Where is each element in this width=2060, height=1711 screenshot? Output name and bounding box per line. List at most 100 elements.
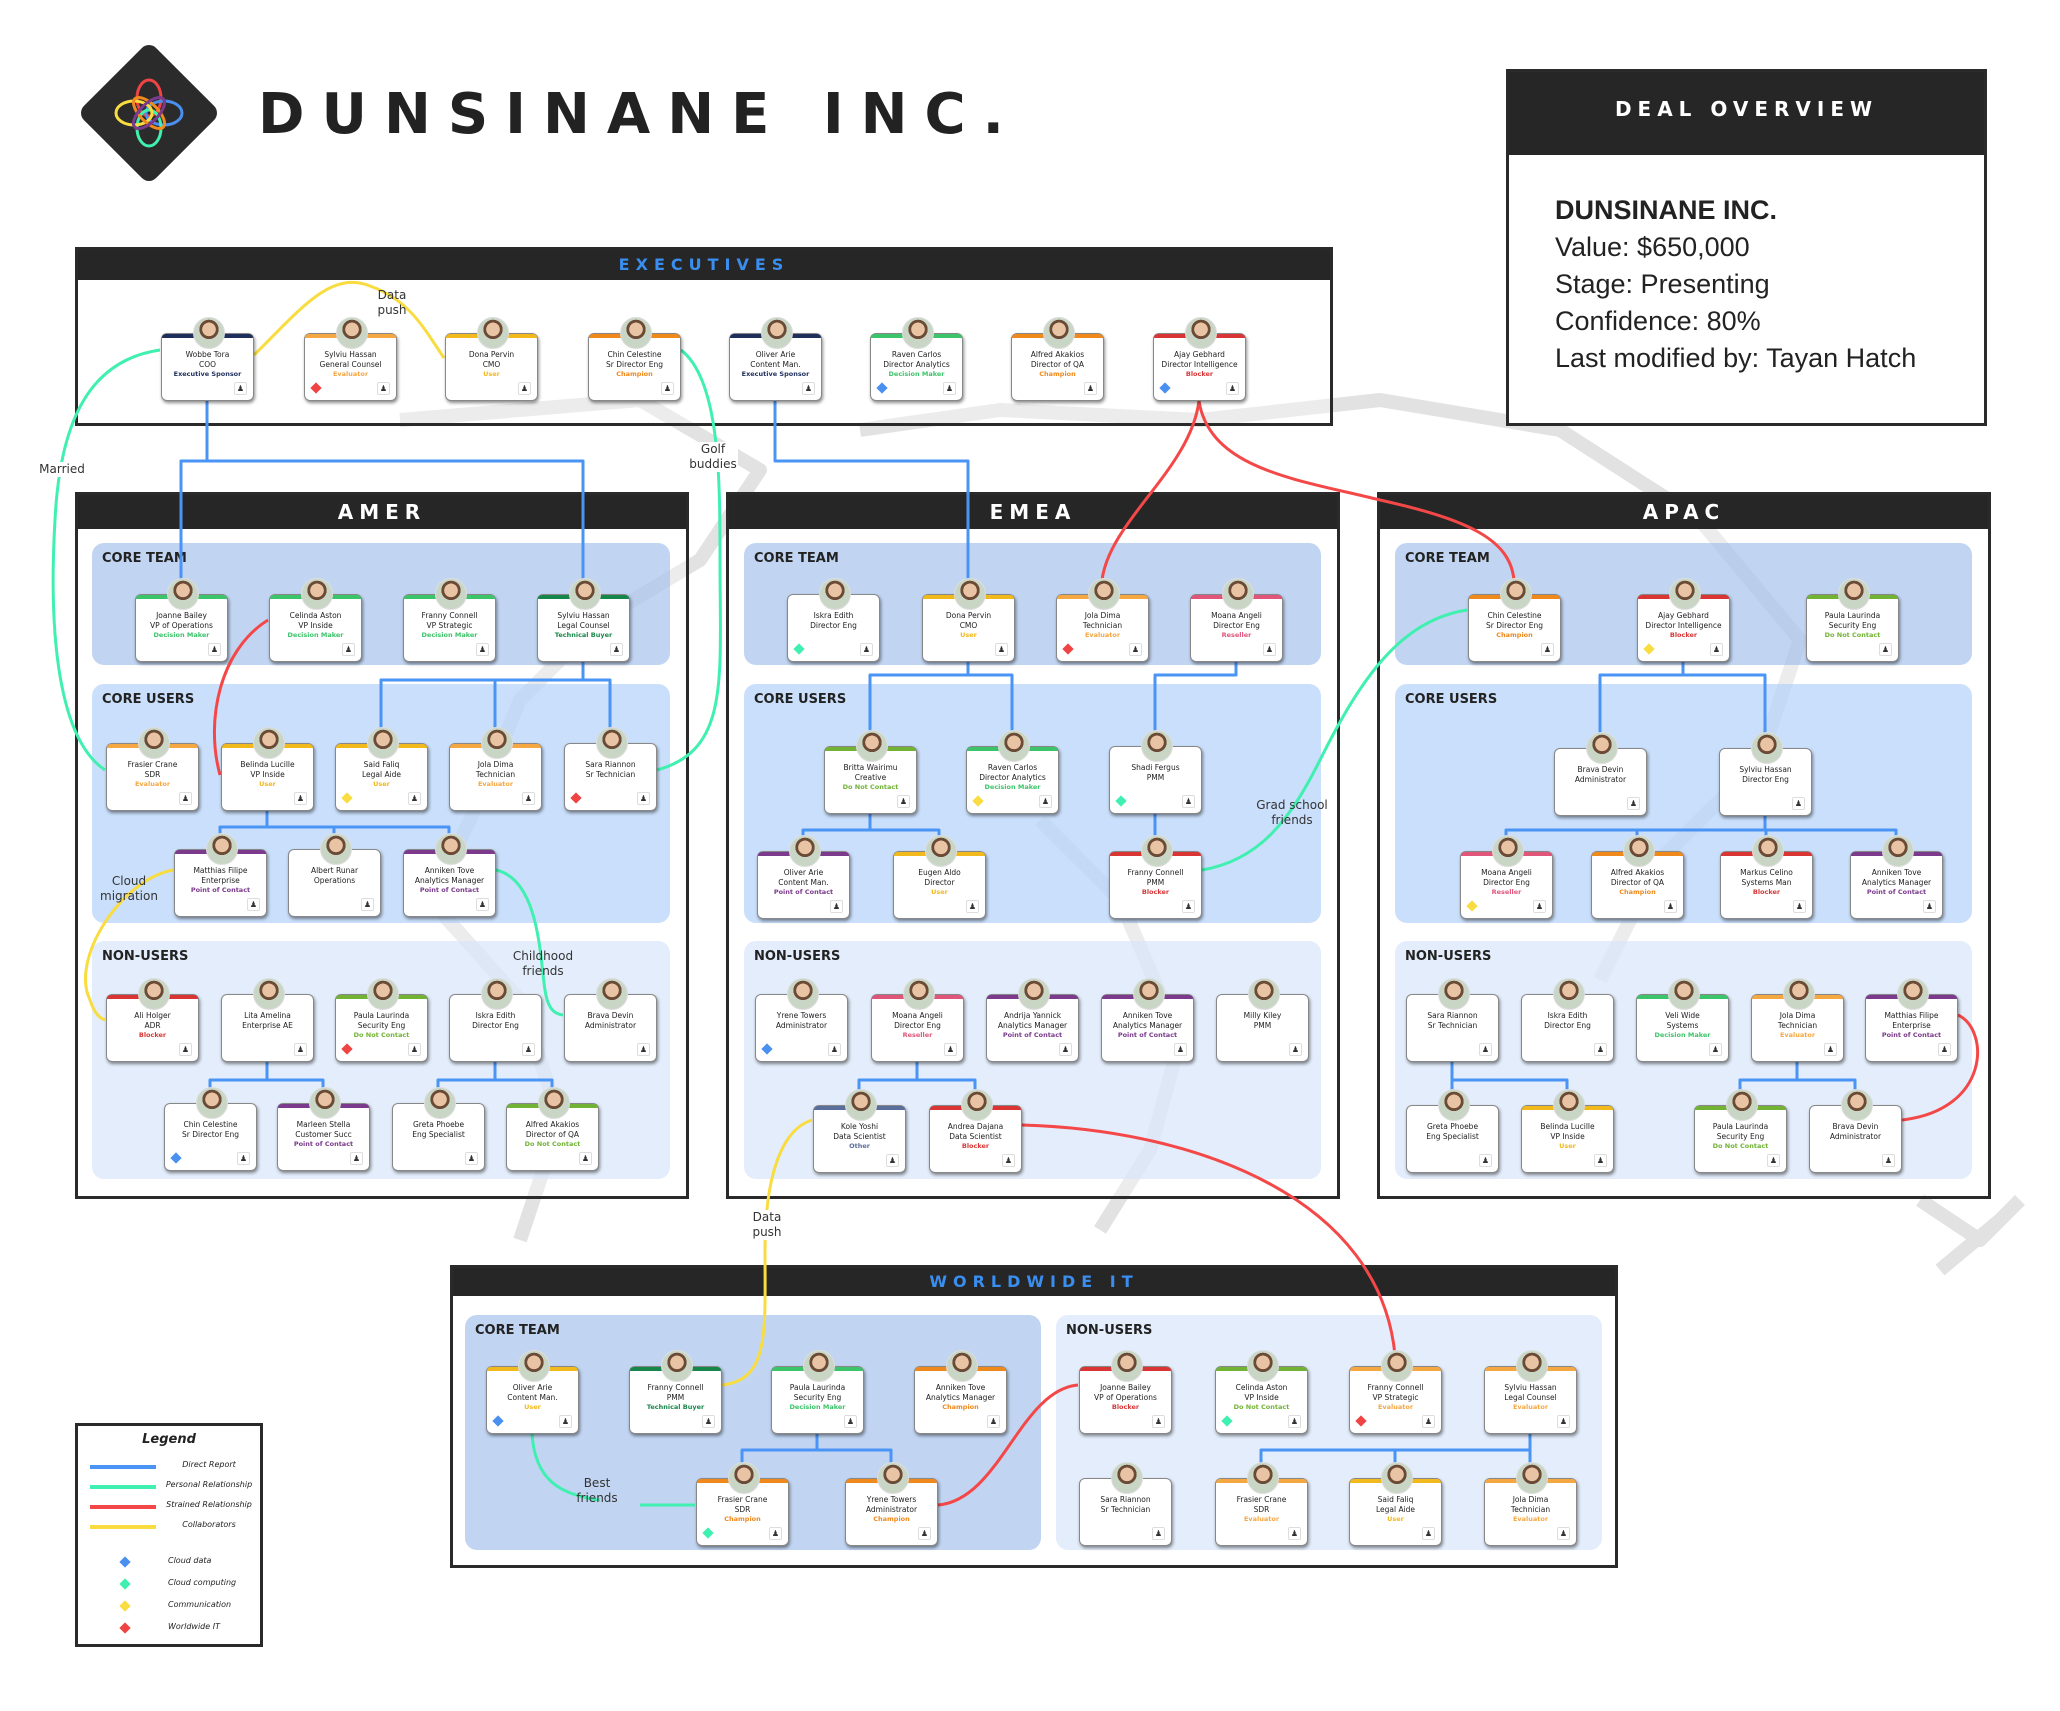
person-profile-icon[interactable]: ♟	[408, 1043, 421, 1056]
person-profile-icon[interactable]: ♟	[350, 1152, 363, 1165]
person-profile-icon[interactable]: ♟	[860, 643, 873, 656]
person-profile-icon[interactable]: ♟	[944, 1043, 957, 1056]
person-profile-icon[interactable]: ♟	[1709, 1043, 1722, 1056]
person-profile-icon[interactable]: ♟	[1263, 643, 1276, 656]
person-profile-icon[interactable]: ♟	[1152, 1527, 1165, 1540]
person-profile-icon[interactable]: ♟	[637, 1043, 650, 1056]
person-profile-icon[interactable]: ♟	[637, 792, 650, 805]
person-profile-icon[interactable]: ♟	[943, 382, 956, 395]
person-profile-icon[interactable]: ♟	[247, 898, 260, 911]
person-profile-icon[interactable]: ♟	[769, 1527, 782, 1540]
person-profile-icon[interactable]: ♟	[179, 1043, 192, 1056]
person-profile-icon[interactable]: ♟	[987, 1415, 1000, 1428]
person-profile-icon[interactable]: ♟	[476, 898, 489, 911]
person-profile-icon[interactable]: ♟	[1288, 1415, 1301, 1428]
person-profile-icon[interactable]: ♟	[1422, 1415, 1435, 1428]
person-profile-icon[interactable]: ♟	[1479, 1043, 1492, 1056]
person-profile-icon[interactable]: ♟	[465, 1152, 478, 1165]
person-profile-icon[interactable]: ♟	[1938, 1043, 1951, 1056]
person-profile-icon[interactable]: ♟	[918, 1527, 931, 1540]
person-profile-icon[interactable]: ♟	[1422, 1527, 1435, 1540]
person-profile-icon[interactable]: ♟	[361, 898, 374, 911]
person-profile-icon[interactable]: ♟	[234, 382, 247, 395]
person-profile-icon[interactable]: ♟	[1882, 1154, 1895, 1167]
person-profile-icon[interactable]: ♟	[294, 1043, 307, 1056]
person-profile-icon[interactable]: ♟	[522, 792, 535, 805]
person-profile-icon[interactable]: ♟	[1594, 1043, 1607, 1056]
person-profile-icon[interactable]: ♟	[661, 382, 674, 395]
person-profile-icon[interactable]: ♟	[342, 643, 355, 656]
person-profile-icon[interactable]: ♟	[1627, 797, 1640, 810]
person-profile-icon[interactable]: ♟	[802, 382, 815, 395]
person-profile-icon[interactable]: ♟	[1479, 1154, 1492, 1167]
person-profile-icon[interactable]: ♟	[1824, 1043, 1837, 1056]
person-profile-icon[interactable]: ♟	[844, 1415, 857, 1428]
person-profile-icon[interactable]: ♟	[1182, 900, 1195, 913]
person-profile-icon[interactable]: ♟	[1084, 382, 1097, 395]
person-profile-icon[interactable]: ♟	[208, 643, 221, 656]
person-profile-icon[interactable]: ♟	[1039, 795, 1052, 808]
person-profile-icon[interactable]: ♟	[1793, 900, 1806, 913]
person-profile-icon[interactable]: ♟	[1226, 382, 1239, 395]
person-profile-icon[interactable]: ♟	[897, 795, 910, 808]
person-profile-icon[interactable]: ♟	[828, 1043, 841, 1056]
person-profile-icon[interactable]: ♟	[518, 382, 531, 395]
person-profile-icon[interactable]: ♟	[1664, 900, 1677, 913]
person-profile-icon[interactable]: ♟	[1879, 643, 1892, 656]
person-profile-icon[interactable]: ♟	[830, 900, 843, 913]
person-profile-icon[interactable]: ♟	[1594, 1154, 1607, 1167]
person-profile-icon[interactable]: ♟	[1533, 900, 1546, 913]
person-profile-icon[interactable]: ♟	[966, 900, 979, 913]
person-profile-icon[interactable]: ♟	[179, 792, 192, 805]
person-profile-icon[interactable]: ♟	[237, 1152, 250, 1165]
person-profile-icon[interactable]: ♟	[610, 643, 623, 656]
